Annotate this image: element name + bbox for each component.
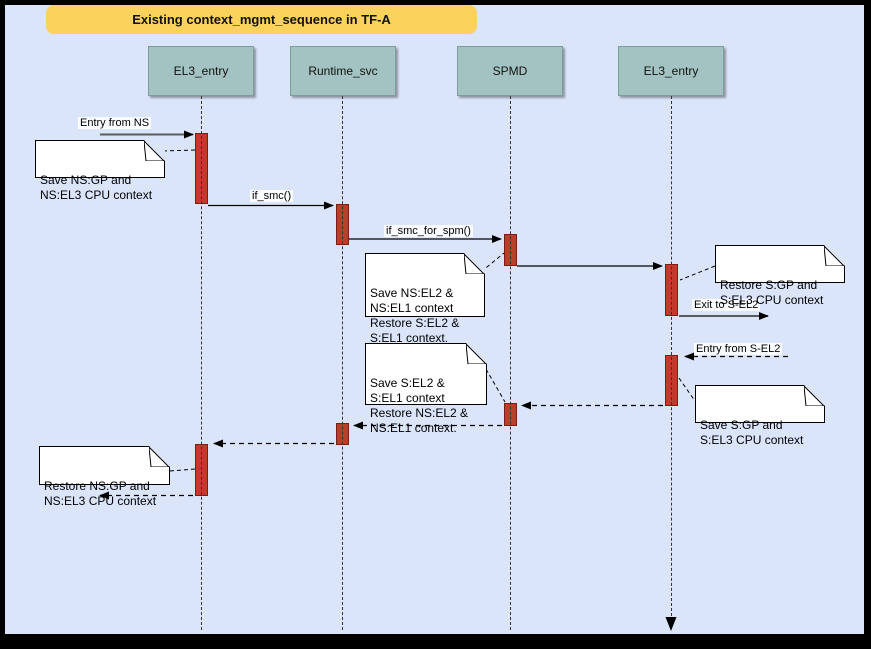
label-if-smc-for-spm: if_smc_for_spm() xyxy=(384,225,473,237)
note-connector-3 xyxy=(679,265,716,281)
label-if-smc: if_smc() xyxy=(250,190,294,202)
diagram-title: Existing context_mgmt_sequence in TF-A xyxy=(46,5,477,34)
note-connector-2 xyxy=(480,252,505,273)
lifeline-el3-entry-left xyxy=(201,96,202,630)
note-text: Restore NS:GP and NS:EL3 CPU context xyxy=(44,479,157,508)
lifeline-runtime-svc xyxy=(342,96,343,630)
lifeline-end-arrow xyxy=(665,617,677,631)
note-restore-ns-gp: Restore NS:GP and NS:EL3 CPU context xyxy=(39,446,170,508)
lifeline-el3-entry-right xyxy=(671,96,672,616)
note-save-s-el2: Save S:EL2 & S:EL1 context Restore NS:EL… xyxy=(365,343,487,435)
note-save-ns-el2: Save NS:EL2 & NS:EL1 context Restore S:E… xyxy=(365,253,485,345)
actor-el3-entry-left: EL3_entry xyxy=(148,46,254,96)
label-exit-to-s-el2: Exit to S-EL2 xyxy=(692,299,761,311)
actor-el3-entry-right: EL3_entry xyxy=(618,46,724,96)
note-fold-icon xyxy=(466,343,487,364)
note-save-ns-gp: Save NS:GP and NS:EL3 CPU context xyxy=(35,140,165,202)
label-entry-from-s-el2: Entry from S-EL2 xyxy=(694,343,783,355)
note-connector-4 xyxy=(485,368,506,403)
note-text: Restore S:GP and S:EL3 CPU context xyxy=(720,278,824,307)
note-fold-icon xyxy=(804,385,825,406)
note-text: Save NS:GP and NS:EL3 CPU context xyxy=(40,173,153,202)
note-connector-6 xyxy=(169,468,196,472)
note-text: Save S:GP and S:EL3 CPU context xyxy=(700,418,804,447)
note-fold-icon xyxy=(824,245,845,266)
actor-spmd: SPMD xyxy=(457,46,563,96)
label-entry-from-ns: Entry from NS xyxy=(78,117,152,129)
note-save-s-gp: Save S:GP and S:EL3 CPU context xyxy=(695,385,825,447)
note-fold-icon xyxy=(144,140,165,161)
note-connector-5 xyxy=(678,377,696,402)
lifeline-spmd xyxy=(510,96,511,630)
note-text: Save S:EL2 & S:EL1 context Restore NS:EL… xyxy=(370,376,469,435)
diagram-canvas: Existing context_mgmt_sequence in TF-A E… xyxy=(5,5,864,634)
note-text: Save NS:EL2 & NS:EL1 context Restore S:E… xyxy=(370,286,460,345)
note-restore-s-gp: Restore S:GP and S:EL3 CPU context xyxy=(715,245,845,307)
note-connector-1 xyxy=(162,149,196,152)
actor-runtime-svc: Runtime_svc xyxy=(290,46,396,96)
note-fold-icon xyxy=(464,253,485,274)
note-fold-icon xyxy=(149,446,170,467)
message-arrows-layer xyxy=(99,130,788,631)
